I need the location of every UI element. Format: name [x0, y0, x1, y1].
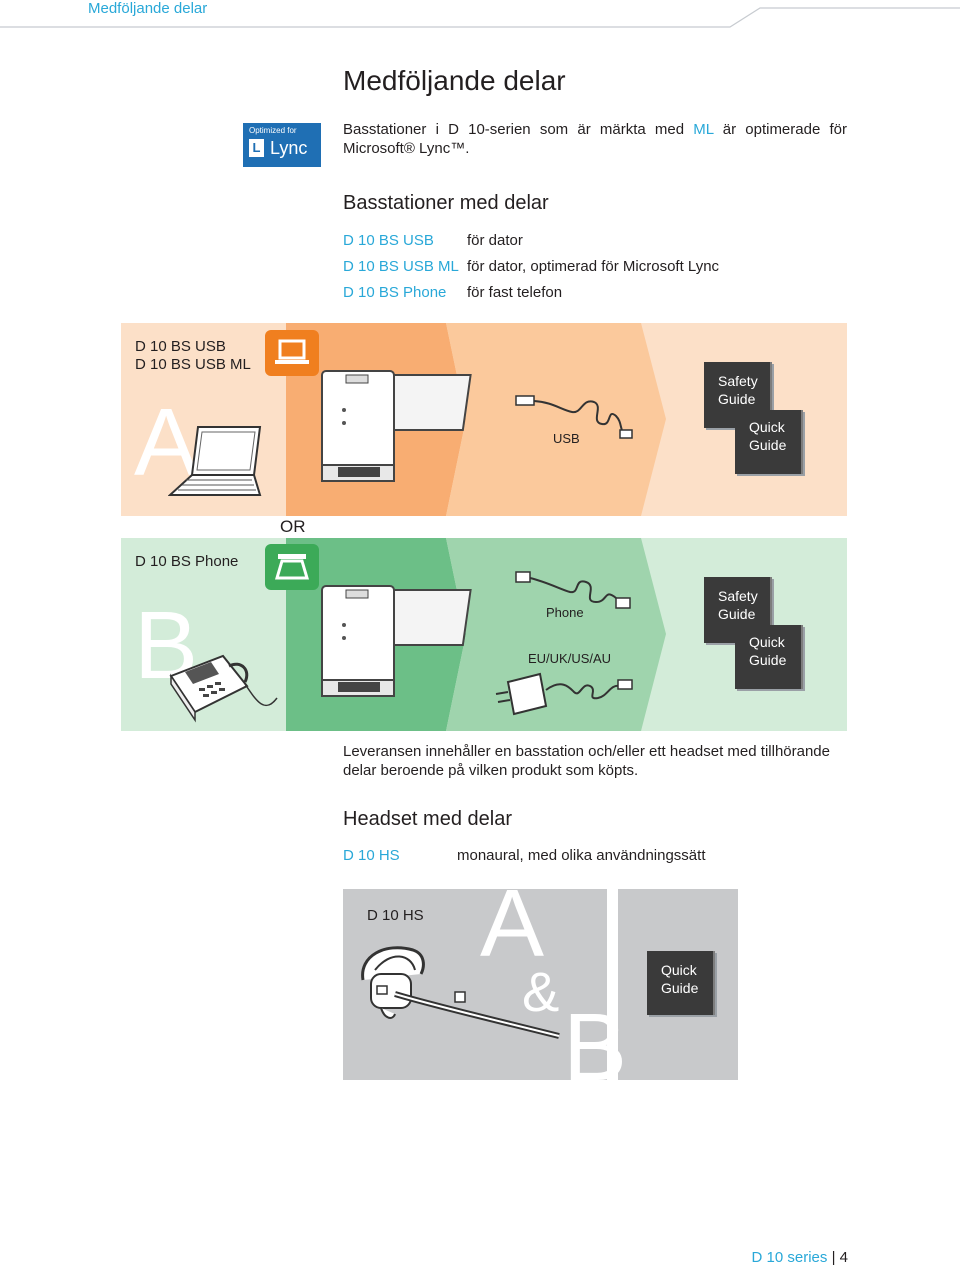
card-line2: Guide: [749, 437, 787, 453]
card-line1: Quick: [749, 634, 785, 650]
lync-badge-top-text: Optimized for: [249, 126, 297, 135]
headset-title: Headset med delar: [343, 808, 512, 830]
headset-letter-b: B: [563, 994, 628, 1101]
panel-a-label-2: D 10 BS USB ML: [135, 356, 251, 373]
lync-badge-brand: Lync: [270, 138, 308, 158]
card-line1: Safety: [718, 373, 758, 389]
panel-a-label-1: D 10 BS USB: [135, 338, 226, 355]
card-line1: Quick: [749, 419, 785, 435]
quick-guide-card: Quick Guide: [647, 951, 715, 1015]
bs-row-desc: för fast telefon: [467, 284, 563, 301]
headset-panel-label: D 10 HS: [367, 907, 424, 924]
intro-highlight: ML: [693, 121, 714, 138]
panel-b-label: D 10 BS Phone: [135, 553, 239, 570]
base-station-icon: [321, 370, 472, 482]
laptop-icon: [168, 426, 262, 496]
header-divider: [0, 7, 960, 28]
desk-phone-icon: [265, 544, 319, 590]
quick-guide-card: Quick Guide: [735, 625, 803, 689]
usb-cable-icon: [515, 395, 633, 439]
usb-cable-label: USB: [553, 431, 580, 446]
bs-row-model: D 10 BS Phone: [343, 284, 447, 301]
card-line2: Guide: [749, 652, 787, 668]
lync-badge: Optimized for L Lync: [243, 123, 321, 167]
bs-row-desc: för dator: [467, 232, 523, 249]
intro-part2: är optimerade för Microsoft® Lync™.: [343, 121, 847, 157]
section-header: Medföljande delar: [88, 0, 208, 17]
bs-row-model: D 10 BS USB ML: [343, 258, 459, 275]
phone-cable-label: Phone: [546, 605, 584, 620]
headset-icon: [361, 946, 560, 1039]
telephone-icon: [169, 654, 278, 723]
card-line2: Guide: [718, 391, 756, 407]
delivery-note-line2: delar beroende på vilken produkt som köp…: [343, 762, 639, 779]
phone-cable-icon: [515, 571, 631, 609]
footer-series: D 10 series: [751, 1249, 828, 1266]
quick-guide-card: Quick Guide: [735, 410, 803, 474]
panel-a-letter: A: [134, 389, 199, 496]
delivery-note-line1: Leveransen innehåller en basstation och/…: [343, 743, 830, 760]
page-number: 4: [839, 1249, 848, 1266]
bs-row-desc: för dator, optimerad för Microsoft Lync: [467, 258, 720, 275]
basstationer-title: Basstationer med delar: [343, 192, 549, 214]
headset-desc: monaural, med olika användningssätt: [457, 847, 706, 864]
or-label: OR: [280, 517, 306, 536]
headset-model: D 10 HS: [343, 847, 400, 864]
card-line2: Guide: [718, 606, 756, 622]
lync-logo-icon: L: [249, 139, 264, 157]
power-supply-label: EU/UK/US/AU: [528, 651, 612, 666]
computer-icon: [265, 330, 319, 376]
footer-separator: |: [831, 1249, 836, 1266]
card-line2: Guide: [661, 980, 699, 996]
power-supply-icon: [495, 672, 633, 716]
base-station-icon: [321, 585, 472, 697]
page-title: Medföljande delar: [343, 65, 566, 96]
card-line1: Quick: [661, 962, 697, 978]
intro-part1: Basstationer i D 10-serien som är märkta…: [343, 121, 694, 138]
intro-text: Basstationer i D 10-serien som är märkta…: [343, 120, 847, 158]
bs-row-model: D 10 BS USB: [343, 232, 434, 249]
card-line1: Safety: [718, 588, 758, 604]
page-footer: D 10 series | 4: [752, 1249, 848, 1267]
headset-ampersand: &: [522, 960, 560, 1023]
headset-letter-a: A: [480, 870, 545, 977]
